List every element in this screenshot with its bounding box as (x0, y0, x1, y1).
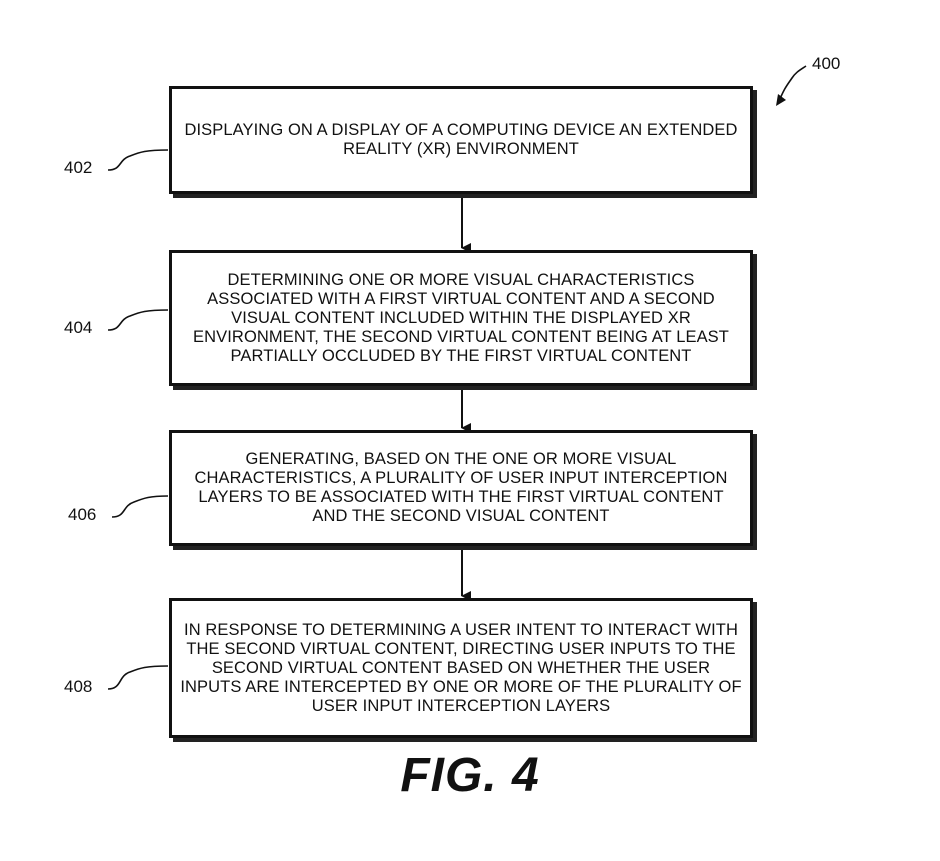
leader-404 (107, 309, 169, 331)
step-box-402: DISPLAYING ON A DISPLAY OF A COMPUTING D… (169, 86, 753, 194)
step-text-408: IN RESPONSE TO DETERMINING A USER INTENT… (180, 620, 742, 715)
step-box-406: GENERATING, BASED ON THE ONE OR MORE VIS… (169, 430, 753, 546)
figure-reference-numeral: 400 (812, 54, 841, 73)
figure-label: FIG. 4 (400, 749, 540, 802)
reference-numeral-402: 402 (64, 158, 93, 177)
step-text-402: DISPLAYING ON A DISPLAY OF A COMPUTING D… (184, 121, 738, 158)
leader-408 (107, 665, 169, 690)
reference-numeral-404: 404 (64, 318, 93, 337)
reference-numeral-406: 406 (68, 505, 97, 524)
leader-406 (111, 495, 169, 518)
leader-400-arrowhead (776, 94, 786, 106)
leader-400 (777, 65, 807, 105)
reference-numeral-408: 408 (64, 677, 93, 696)
step-text-406: GENERATING, BASED ON THE ONE OR MORE VIS… (194, 450, 728, 525)
step-text-404: DETERMINING ONE OR MORE VISUAL CHARACTER… (193, 270, 729, 365)
step-box-408: IN RESPONSE TO DETERMINING A USER INTENT… (169, 598, 753, 738)
step-box-404: DETERMINING ONE OR MORE VISUAL CHARACTER… (169, 250, 753, 386)
leader-402 (107, 149, 169, 171)
